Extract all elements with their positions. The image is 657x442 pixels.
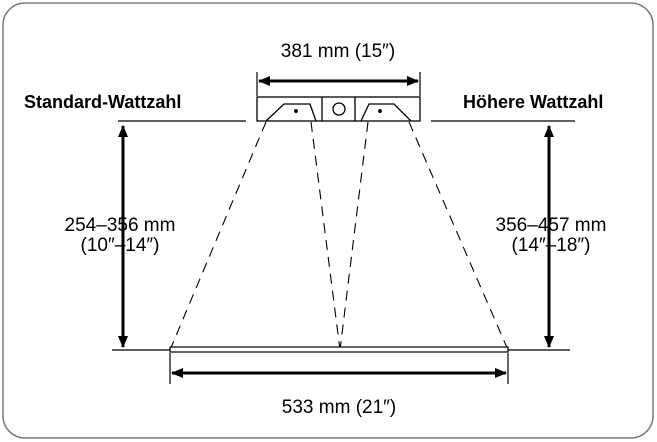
bottom-width-label: 533 mm (21″): [281, 397, 397, 418]
left-range-in: (10″–14″): [80, 235, 160, 256]
lamp-fixture: [256, 96, 421, 122]
right-range-mm: 356–457 mm: [495, 215, 607, 236]
right-range-in: (14″–18″): [511, 235, 591, 256]
top-width-label: 381 mm (15″): [280, 41, 396, 62]
right-heading: Höhere Wattzahl: [463, 92, 604, 112]
left-range-mm: 254–356 mm: [64, 215, 176, 236]
light-beams: [169, 121, 509, 351]
left-heading: Standard-Wattzahl: [24, 92, 182, 112]
target-plane-bar: [169, 346, 509, 353]
